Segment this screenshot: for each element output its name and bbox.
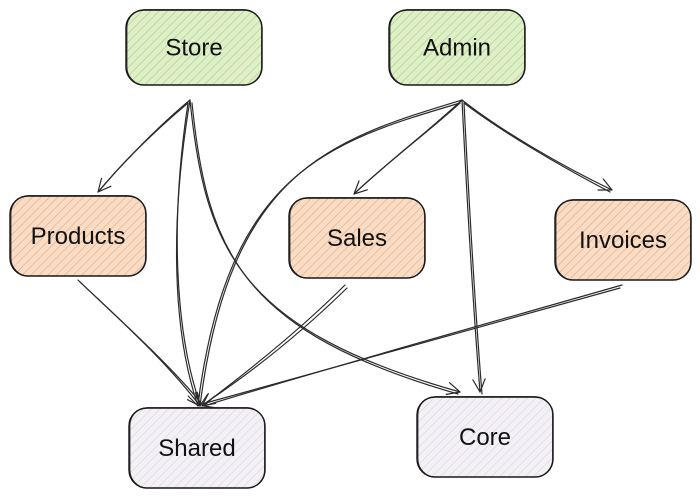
arrowhead-icon — [353, 180, 368, 195]
edge-stroke — [77, 279, 201, 407]
edge-admin-to-invoices — [461, 99, 613, 193]
edge-stroke — [463, 102, 483, 395]
node-outline — [289, 197, 425, 279]
node-label: Core — [459, 424, 511, 451]
node-outline — [129, 407, 265, 489]
node-label: Products — [31, 223, 126, 250]
edge-stroke — [463, 102, 611, 193]
edge-sales-to-shared — [201, 284, 348, 407]
arrowhead-icon — [472, 378, 486, 393]
edges-layer — [77, 99, 623, 409]
edge-stroke — [201, 287, 621, 405]
edge-stroke — [201, 284, 346, 407]
node-products[interactable]: Products — [9, 195, 147, 277]
arrowhead-icon — [597, 178, 613, 191]
node-core[interactable]: Core — [416, 396, 554, 478]
edge-stroke — [99, 102, 189, 191]
node-outline — [555, 199, 691, 281]
edge-stroke — [203, 284, 623, 407]
node-admin[interactable]: Admin — [388, 9, 526, 86]
node-sales[interactable]: Sales — [288, 197, 426, 279]
edge-store-to-core — [189, 99, 461, 395]
node-outline — [389, 9, 525, 86]
node-label: Sales — [327, 225, 387, 252]
edge-products-to-shared — [77, 279, 203, 407]
edge-stroke — [175, 99, 199, 407]
arrowhead-icon — [186, 391, 201, 407]
edge-admin-to-core — [461, 99, 486, 395]
node-label: Store — [165, 35, 222, 62]
node-label: Invoices — [579, 227, 667, 254]
node-label: Admin — [423, 35, 491, 62]
node-shared[interactable]: Shared — [128, 407, 266, 489]
node-store[interactable]: Store — [125, 9, 263, 86]
edge-admin-to-sales — [353, 99, 463, 195]
edge-store-to-shared — [175, 99, 201, 407]
edge-invoices-to-shared — [201, 284, 623, 409]
edge-stroke — [355, 102, 461, 193]
edge-stroke — [176, 102, 201, 405]
edge-stroke — [461, 99, 613, 191]
edge-stroke — [461, 99, 481, 393]
arrowhead-icon — [445, 382, 461, 395]
node-invoices[interactable]: Invoices — [554, 199, 692, 281]
edge-stroke — [79, 281, 203, 405]
node-outline — [126, 9, 262, 86]
edge-stroke — [203, 287, 348, 405]
edge-store-to-products — [97, 99, 191, 193]
arrowhead-icon — [97, 177, 112, 193]
edge-stroke — [191, 102, 459, 395]
node-label: Shared — [158, 435, 235, 462]
node-outline — [417, 396, 553, 478]
node-outline — [10, 195, 146, 277]
edge-stroke — [197, 102, 461, 405]
